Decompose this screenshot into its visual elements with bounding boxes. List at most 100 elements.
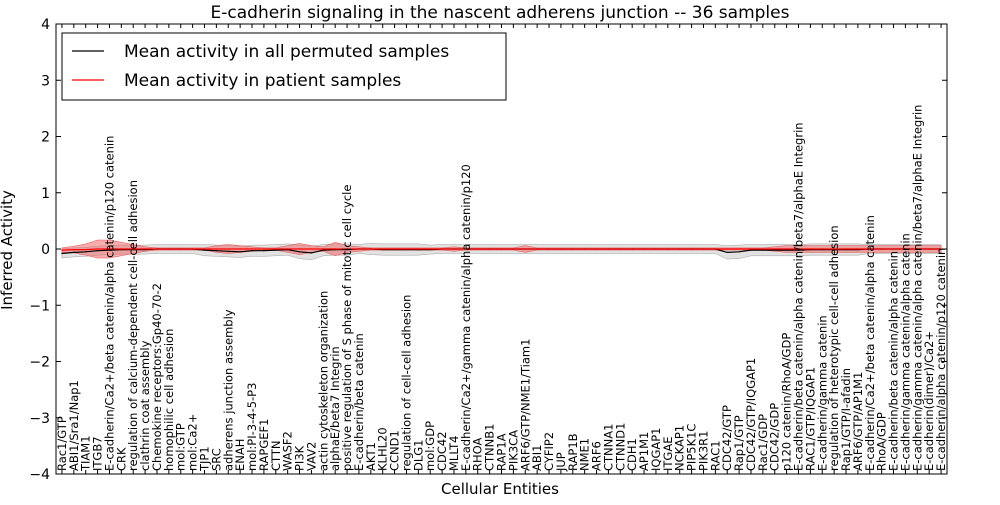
x-tick-label: MLLT4	[447, 436, 461, 472]
data-point	[168, 248, 170, 250]
x-tick-label: RAC1	[708, 440, 722, 471]
data-point	[786, 248, 788, 250]
x-tick-label: NCKAP1	[673, 425, 687, 471]
data-point	[108, 249, 111, 251]
x-tick-label: RAP1A	[495, 433, 509, 471]
data-point	[61, 249, 63, 251]
data-point	[738, 248, 740, 250]
data-point	[750, 248, 752, 250]
x-tick-label: CTNNA1	[601, 424, 615, 471]
x-tick-label: VAV2	[304, 442, 318, 471]
x-tick-label: CDC42/GDP	[768, 403, 782, 471]
data-point	[489, 248, 491, 250]
data-point	[287, 248, 289, 250]
x-tick-label: RAP1B	[566, 433, 580, 471]
data-point	[512, 248, 515, 250]
x-tick-label: adherens junction assembly	[221, 309, 235, 471]
legend-box	[61, 32, 507, 101]
x-tick-label: E-cadherin(dimer)/Ca2+	[922, 331, 936, 471]
data-point	[904, 248, 907, 250]
x-tick-label: ABI1/Sra1/Nap1	[67, 380, 81, 471]
data-point	[85, 249, 87, 251]
data-point	[797, 249, 800, 251]
x-tick-label: KLHL20	[376, 427, 390, 471]
data-point	[631, 248, 633, 250]
data-point	[453, 248, 455, 250]
data-point	[108, 248, 111, 250]
x-tick-label: CDC42/GTP	[720, 405, 734, 471]
data-point	[251, 248, 253, 250]
data-point	[61, 252, 63, 255]
data-point	[322, 248, 324, 250]
y-tick-label: −1	[29, 298, 50, 314]
data-point	[334, 248, 336, 250]
x-tick-label: CDC42/GTP/IQGAP1	[744, 358, 758, 471]
x-tick-label: Rap1/GTP	[732, 415, 746, 471]
data-point	[691, 248, 693, 250]
data-point	[572, 248, 574, 250]
data-point	[548, 248, 550, 250]
x-tick-label: CDC42	[435, 431, 449, 471]
x-tick-label: IQGAP1	[649, 428, 663, 471]
data-point	[239, 248, 241, 250]
data-point	[215, 250, 217, 252]
x-tick-label: DLG1	[411, 440, 425, 472]
data-point	[251, 250, 253, 252]
data-point	[679, 248, 681, 250]
x-tick-label: E-cadherin/Ca2+/gamma catenin/alpha cate…	[459, 164, 473, 471]
x-tick-label: Rac1/GTP	[55, 416, 69, 471]
data-point	[310, 252, 312, 254]
x-tick-label: ENAH	[233, 439, 247, 471]
data-point	[869, 248, 871, 250]
data-point	[465, 248, 467, 250]
data-point	[667, 248, 669, 250]
data-point	[607, 248, 610, 250]
data-point	[370, 248, 372, 250]
chart-title: E-cadherin signaling in the nascent adhe…	[211, 3, 790, 23]
data-point	[227, 250, 229, 252]
data-point	[298, 251, 301, 253]
y-tick-label: 4	[41, 17, 50, 33]
x-tick-label: regulation of heterotypic cell-cell adhe…	[827, 225, 841, 471]
x-tick-label: ARF6/GTP/NME1/Tiam1	[518, 339, 532, 471]
data-point	[73, 251, 75, 253]
data-point	[892, 248, 895, 250]
data-point	[714, 248, 716, 250]
plot-area: 43210−1−2−3−4Rac1/GTPABI1/Sra1/Nap1TIAM1…	[29, 17, 948, 483]
x-tick-label: clathrin coat assembly	[138, 340, 152, 471]
x-axis-label: Cellular Entities	[441, 480, 559, 498]
x-tick-label: CYFIP2	[542, 432, 556, 471]
data-point	[203, 249, 206, 251]
x-tick-label: mol:GDP	[423, 421, 437, 471]
x-tick-label: alphaE/beta7 Integrin	[328, 346, 342, 471]
x-tick-label: Rac1/GDP	[756, 414, 770, 471]
data-point	[643, 248, 645, 250]
data-point	[192, 248, 194, 250]
x-tick-label: homophilic cell adhesion	[162, 329, 176, 471]
x-tick-label: PIP5K1C	[685, 424, 699, 471]
data-point	[97, 250, 99, 252]
data-point	[429, 248, 431, 250]
x-tick-label: CDH1	[625, 438, 639, 471]
x-tick-label: p120 catenin/RhoA/GDP	[780, 333, 794, 471]
x-tick-label: TJP1	[198, 446, 212, 472]
x-tick-label: positive regulation of S phase of mitoti…	[340, 185, 354, 471]
x-tick-label: SRC	[209, 448, 223, 471]
data-point	[73, 249, 75, 251]
data-point	[500, 248, 503, 250]
data-point	[928, 248, 930, 250]
x-tick-label: Rap1/GTP/I-afadin	[839, 368, 853, 471]
data-point	[441, 248, 443, 250]
y-tick-label: 1	[41, 186, 50, 202]
data-point	[382, 248, 384, 250]
x-tick-label: regulation of calcium-dependent cell-cel…	[126, 180, 140, 471]
x-tick-label: CTTN	[269, 441, 283, 471]
data-point	[536, 248, 538, 250]
x-tick-label: E-cadherin/Ca2+/beta catenin/alpha caten…	[863, 215, 877, 471]
y-tick-label: −2	[29, 355, 50, 371]
data-point	[203, 248, 206, 250]
data-point	[215, 248, 217, 250]
data-point	[655, 248, 657, 250]
